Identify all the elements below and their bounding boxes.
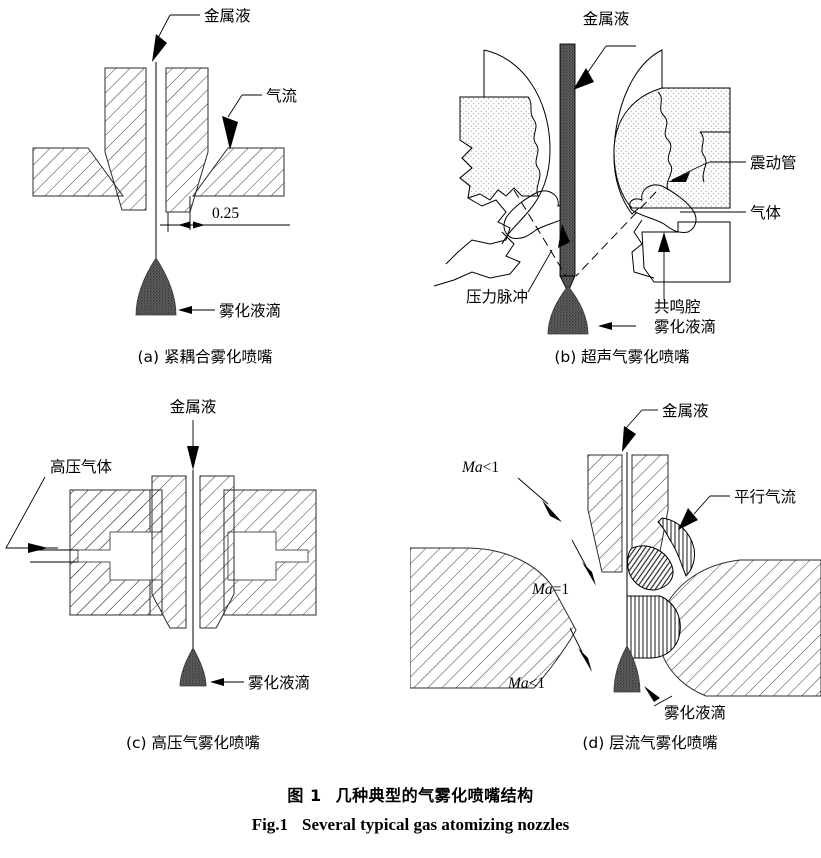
ultrasonic-right-sub-serration [699, 131, 707, 183]
panel-b-label-metal-liquid: 金属液 [583, 10, 630, 28]
metal-liquid-arrowhead [622, 426, 636, 452]
droplet-leader [653, 695, 673, 707]
atomized-droplet-shape [547, 285, 589, 335]
parallel-gas-flow-arrowhead [678, 508, 698, 530]
panel-d-label-metal-liquid: 金属液 [662, 402, 709, 420]
panel-c-label-droplet: 雾化液滴 [248, 674, 310, 692]
high-pressure-gas-arrowhead [28, 543, 48, 553]
panel-d-diagram: Ma<1 Ma=1 Ma<1 金属液 平行气流 雾化液滴 (d) 层流气 [410, 402, 821, 752]
metal-liquid-arrowhead [187, 446, 199, 470]
panel-d-subcaption: (d) 层流气雾化喷嘴 [582, 734, 717, 752]
ultrasonic-left-fill [459, 96, 541, 201]
panel-b-label-gas: 气体 [750, 204, 782, 222]
vibration-tube-arrowhead [668, 172, 690, 182]
panel-b-label-resonance-cavity: 共鸣腔 [654, 298, 701, 316]
panel-d-label-parallel-gas-flow: 平行气流 [734, 488, 796, 506]
atomized-droplet-shape [613, 645, 641, 693]
figure-caption: 图 1 几种典型的气雾化喷嘴结构 Fig.1 Several typical gas… [0, 786, 821, 836]
metal-liquid-arrowhead [573, 68, 594, 90]
panel-b-diagram: 金属液 震动管 气体 压力脉冲 共鸣腔 雾化液滴 (b) 超声气雾化喷嘴 [433, 10, 797, 366]
mach-lower-leader [569, 627, 583, 653]
ultrasonic-right-inner-fill [613, 87, 731, 209]
ultrasonic-right-lower-lip [631, 219, 655, 279]
gas-jet-dash-right [575, 191, 657, 277]
panel-c-label-high-pressure-gas: 高压气体 [50, 458, 113, 476]
panel-d-label-droplet: 雾化液滴 [664, 704, 726, 722]
metal-liquid-arrowhead [152, 34, 167, 62]
panel-b-label-pressure-pulse: 压力脉冲 [466, 288, 528, 306]
panel-a-diagram: 0.25 金属液 气流 雾化液滴 (a) 紧耦合雾化喷嘴 [32, 7, 297, 366]
figure-caption-english: Fig.1 Several typical gas atomizing nozzl… [0, 815, 821, 835]
panel-a-label-metal-liquid: 金属液 [204, 7, 251, 25]
droplet-arrowhead [598, 322, 612, 330]
mach-lower-arrowhead [578, 648, 592, 672]
nozzle-wall-left [151, 475, 187, 629]
panel-d-label-mach-lower: Ma<1 [507, 675, 545, 692]
panel-c-diagram: 高压气体 金属液 雾化液滴 (c) 高压气雾化喷嘴 [5, 398, 317, 752]
mach-throat-leader [571, 539, 587, 567]
gas-lens-dark [627, 545, 674, 591]
nozzle-wall-left-upper [587, 454, 623, 573]
ultrasonic-left-lower-lip [433, 231, 521, 287]
droplet-arrowhead [178, 306, 192, 314]
laminar-body-left [410, 547, 577, 689]
panel-d-label-mach-upper: Ma<1 [461, 459, 499, 476]
panel-b-label-vibration-tube: 震动管 [750, 154, 797, 172]
gas-flow-leader-diag [227, 94, 243, 118]
figure-caption-en-text: Several typical gas atomizing nozzles [302, 815, 570, 835]
laminar-body-right [659, 559, 821, 697]
high-pressure-gas-leader [5, 476, 58, 549]
pressure-pulse-arrowhead [558, 224, 570, 248]
metal-liquid-leader-diag [157, 14, 171, 39]
nozzle-wall-right [199, 475, 235, 629]
nozzle-right-inner-body [165, 67, 209, 213]
ultrasonic-left-horn [503, 190, 571, 239]
droplet-arrowhead [644, 686, 660, 702]
gas-flow-arrowhead [222, 116, 238, 150]
metal-liquid-leader-diag [625, 409, 643, 429]
gas-rim-striped [657, 517, 695, 577]
nozzle-left-inner-body [104, 67, 147, 211]
metal-liquid-leader-diag [587, 45, 607, 73]
figure-caption-cn-text: 几种典型的气雾化喷嘴结构 [335, 786, 534, 805]
droplet-arrowhead [210, 678, 224, 686]
panel-d-label-mach-throat: Ma=1 [531, 581, 569, 598]
nozzle-right-outer-block [192, 147, 285, 197]
ultrasonic-right-serration [657, 91, 673, 191]
metal-stream-tip [559, 275, 576, 294]
atomized-droplet-shape [179, 647, 207, 687]
resonance-cavity-shape [641, 221, 731, 283]
mach-upper-arrowhead [542, 500, 562, 522]
panel-b-label-droplet: 雾化液滴 [654, 318, 716, 336]
nozzle-left-outer-block [32, 147, 124, 197]
panel-a-label-gas-flow: 气流 [266, 87, 297, 105]
figure-caption-cn-label: 图 1 [287, 786, 322, 805]
gas-jet-dash-left [513, 189, 567, 277]
panel-a-gap-value: 0.25 [212, 205, 239, 222]
mach-throat-arrowhead [582, 562, 596, 586]
pressure-pulse-leader [527, 249, 553, 293]
figure-caption-en-label: Fig.1 [251, 815, 289, 835]
dimension-arrow-right [193, 221, 205, 229]
figure-caption-chinese: 图 1 几种典型的气雾化喷嘴结构 [0, 786, 821, 805]
panel-b-subcaption: (b) 超声气雾化喷嘴 [554, 348, 689, 366]
vibration-tube-leader-curve [671, 161, 711, 181]
parallel-gas-flow-leader-diag [693, 495, 711, 515]
mach-upper-leader [517, 477, 549, 505]
panel-c-label-metal-liquid: 金属液 [170, 398, 217, 416]
gas-block-striped [626, 595, 681, 659]
panel-a-subcaption: (a) 紧耦合雾化喷嘴 [137, 348, 272, 366]
resonance-cavity-arrowhead [658, 232, 670, 252]
atomized-droplet-shape [135, 257, 177, 316]
panel-c-subcaption: (c) 高压气雾化喷嘴 [126, 734, 260, 752]
dimension-arrow-left [178, 221, 190, 229]
panel-a-label-droplet: 雾化液滴 [219, 302, 281, 320]
